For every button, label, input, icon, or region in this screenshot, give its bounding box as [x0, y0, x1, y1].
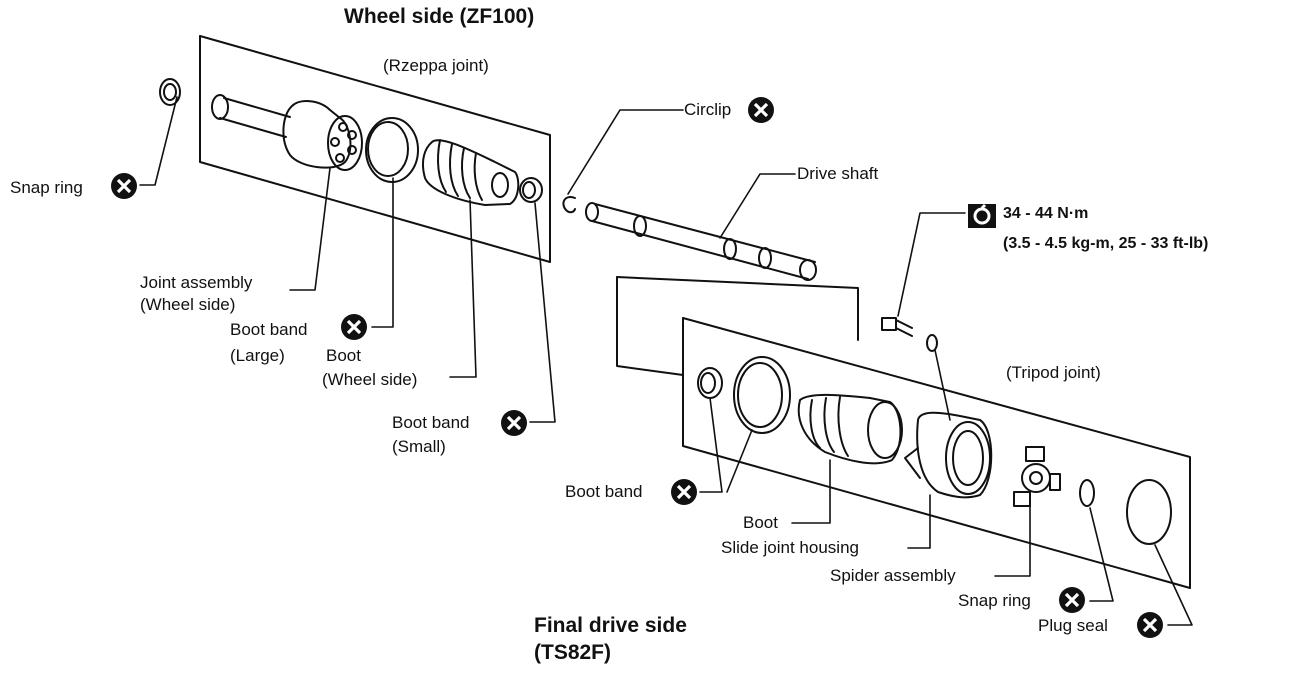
label-plug-seal: Plug seal	[1038, 616, 1108, 635]
x-circle-icon	[341, 314, 367, 340]
title-final-drive-model: (TS82F)	[534, 641, 612, 664]
label-boot-band-small: Boot band	[392, 413, 470, 432]
label-boot-band-large: Boot band	[230, 320, 308, 339]
label-spider-assembly: Spider assembly	[830, 566, 956, 585]
plug-seal-part	[1126, 479, 1172, 545]
label-boot-band-final: Boot band	[565, 482, 643, 501]
x-circle-icon	[111, 173, 137, 199]
label-slide-joint-housing: Slide joint housing	[721, 538, 859, 557]
label-circlip: Circlip	[684, 100, 732, 119]
x-circle-icon	[748, 97, 774, 123]
label-torque-alt-units: (3.5 - 4.5 kg-m, 25 - 33 ft-lb)	[1003, 235, 1209, 252]
label-boot-final: Boot	[743, 513, 778, 532]
label-boot-band-small-size: (Small)	[392, 437, 446, 456]
title-wheel-side: Wheel side (ZF100)	[344, 5, 535, 28]
boot-final-part	[797, 393, 903, 465]
boot-band-large-part	[365, 117, 419, 183]
circlip-part	[562, 196, 576, 214]
label-drive-shaft: Drive shaft	[797, 164, 879, 183]
title-final-drive: Final drive side	[534, 614, 687, 637]
boot-band-final-part	[697, 356, 791, 434]
subtitle-rzeppa: (Rzeppa joint)	[383, 56, 489, 75]
label-snap-ring-left: Snap ring	[10, 178, 83, 197]
bolt-part	[881, 317, 938, 352]
snap-ring-right-part	[1079, 479, 1095, 507]
joint-assembly-part	[211, 94, 363, 171]
wrench-icon	[968, 203, 996, 228]
final-drive-outer-panel	[616, 276, 859, 376]
spider-assembly-part	[1013, 446, 1061, 507]
label-snap-ring-right: Snap ring	[958, 591, 1031, 610]
leader-lines	[139, 96, 1193, 626]
x-circle-icon	[671, 479, 697, 505]
drive-shaft-part	[585, 202, 817, 281]
final-drive-inner-panel	[682, 317, 1191, 589]
x-circle-icon	[1059, 587, 1085, 613]
snap-ring-left-part	[159, 78, 181, 106]
x-circle-icon	[501, 410, 527, 436]
label-joint-assembly: Joint assembly	[140, 273, 253, 292]
boot-band-small-part	[519, 177, 543, 203]
label-boot-wheel: Boot	[326, 346, 361, 365]
label-joint-assembly-side: (Wheel side)	[140, 295, 236, 314]
x-circle-icon	[1137, 612, 1163, 638]
label-torque-value: 34 - 44 N·m	[1003, 205, 1089, 222]
boot-wheel-part	[422, 139, 520, 206]
subtitle-tripod: (Tripod joint)	[1006, 363, 1101, 382]
label-boot-band-large-size: (Large)	[230, 346, 285, 365]
label-boot-wheel-side: (Wheel side)	[322, 370, 418, 389]
slide-joint-housing-part	[904, 411, 993, 499]
wheel-side-panel	[199, 35, 551, 263]
